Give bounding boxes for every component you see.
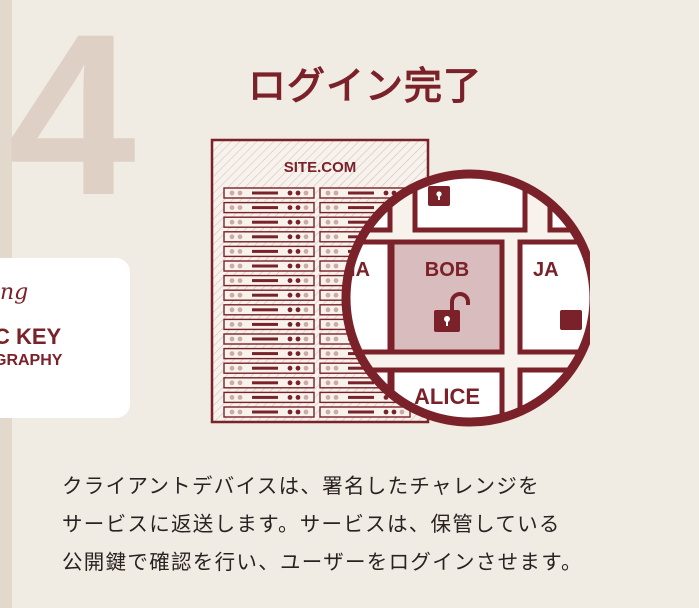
server-rack-unit	[223, 406, 411, 418]
step-number: 4	[8, 0, 136, 243]
description-line-3: 公開鍵で確認を行い、ユーザーをログインさせます。	[62, 550, 583, 574]
server-label: SITE.COM	[284, 159, 357, 176]
user-label-ja: JA	[533, 259, 559, 281]
description-line-2: サービスに返送します。サービスは、保管している	[62, 512, 561, 536]
padlock-icon-ja	[560, 310, 582, 330]
side-card[interactable]: ng C KEY GRAPHY	[0, 258, 130, 418]
user-label-alice: ALICE	[414, 384, 480, 409]
padlock-icon-unlocked	[434, 292, 470, 332]
server-rack-unit	[223, 187, 411, 199]
login-illustration: SITE.COM RIA BOB JA ALICE	[210, 138, 590, 427]
side-card-title-line2: GRAPHY	[0, 352, 63, 369]
page-title: ログイン完了	[247, 64, 482, 108]
padlock-icon-locked	[428, 186, 450, 206]
side-card-script-text: ng	[0, 280, 29, 305]
description-line-1: クライアントデバイスは、署名したチャレンジを	[62, 474, 540, 498]
user-label-bob: BOB	[425, 259, 469, 281]
side-card-title-line1: C KEY	[0, 324, 62, 349]
user-cell-bob	[389, 239, 505, 355]
description: クライアントデバイスは、署名したチャレンジを サービスに返送します。サービスは、…	[62, 467, 672, 581]
